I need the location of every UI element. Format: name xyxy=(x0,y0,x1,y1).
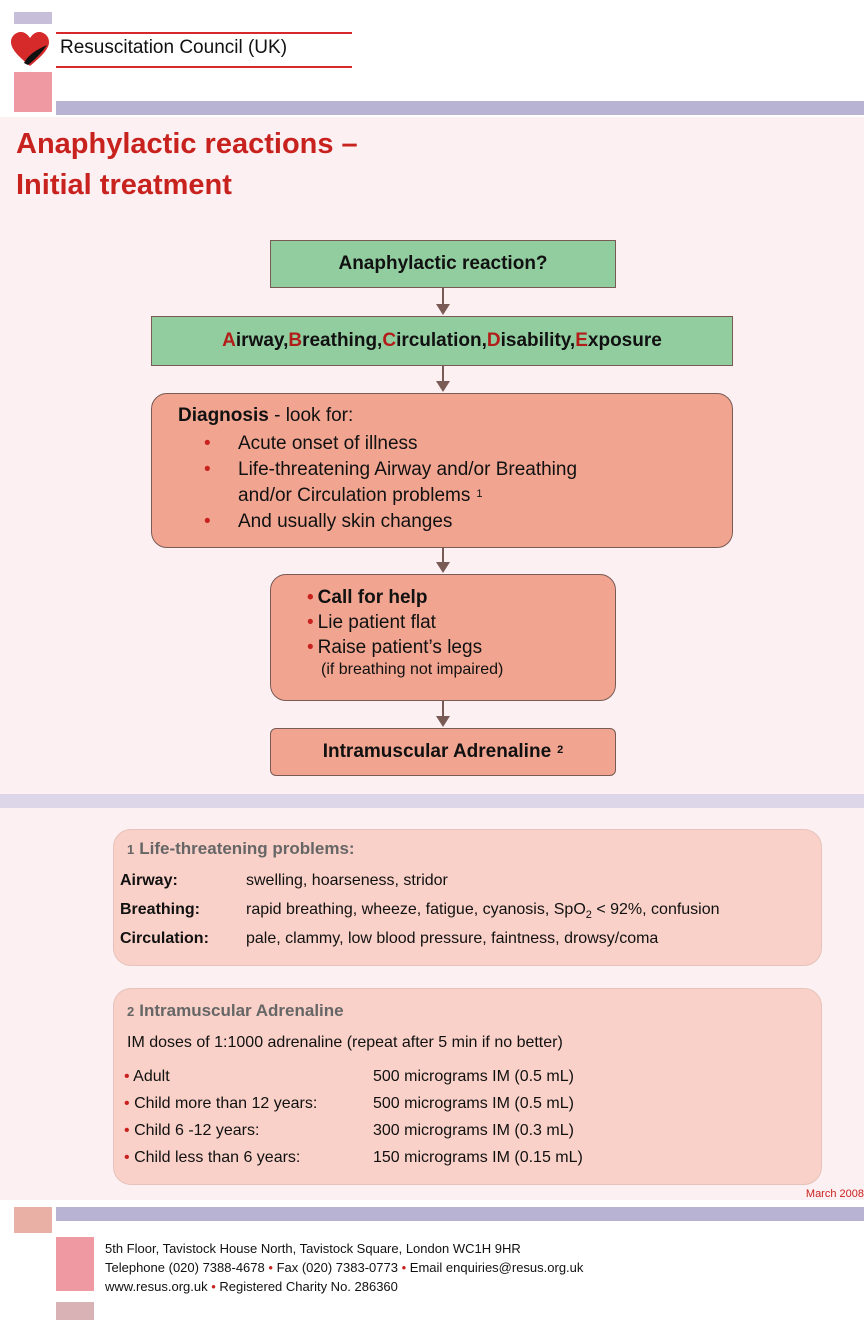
dose-value: 500 micrograms IM (0.5 mL) xyxy=(373,1095,574,1112)
header-rule-bottom xyxy=(56,66,352,68)
diagnosis-box: Diagnosis - look for: •Acute onset of il… xyxy=(151,393,733,548)
page-title-line2: Initial treatment xyxy=(16,169,232,201)
dose-group: • Adult xyxy=(124,1068,170,1085)
diagnosis-lead: - look for: xyxy=(268,405,354,426)
footer-contacts: Telephone (020) 7388-4678 • Fax (020) 73… xyxy=(105,1260,584,1275)
note1-row-breathing-text: rapid breathing, wheeze, fatigue, cyanos… xyxy=(246,901,720,922)
footer-bar xyxy=(56,1207,864,1221)
abcde-b: Breathing, xyxy=(288,330,383,351)
diagnosis-heading: Diagnosis xyxy=(178,405,269,426)
decor-square-footer-pink xyxy=(56,1237,94,1291)
dose-group: • Child 6 -12 years: xyxy=(124,1122,260,1139)
page-title-line1: Anaphylactic reactions – xyxy=(16,128,358,160)
dose-group: • Child less than 6 years: xyxy=(124,1149,301,1166)
footnote-ref-2: 2 xyxy=(557,744,564,756)
arrow-shaft xyxy=(442,366,444,383)
initial-actions-box: •Call for help •Lie patient flat •Raise … xyxy=(270,574,616,701)
abcde-c: Circulation, xyxy=(382,330,487,351)
note1-row-breathing: Breathing: xyxy=(120,901,200,918)
dose-value: 500 micrograms IM (0.5 mL) xyxy=(373,1068,574,1085)
note-life-threatening xyxy=(113,829,822,966)
note1-row-airway-text: swelling, hoarseness, stridor xyxy=(246,872,448,889)
decor-square-top xyxy=(14,12,52,24)
footnote-ref-1: 1 xyxy=(476,488,483,500)
abcde-box: Airway, Breathing, Circulation, Disabili… xyxy=(151,316,733,366)
decor-square-footer-bottom xyxy=(56,1302,94,1320)
call-for-help: •Call for help xyxy=(307,587,428,608)
raise-legs: •Raise patient’s legs xyxy=(307,637,483,658)
issue-date: March 2008 xyxy=(805,1188,864,1200)
decor-square-footer xyxy=(14,1207,52,1233)
abcde-a: Airway, xyxy=(222,330,289,351)
diagnosis-item: •Acute onset of illness xyxy=(204,433,418,454)
decor-square-pink xyxy=(14,72,52,112)
header-rule-top xyxy=(56,32,352,34)
note1-row-circulation: Circulation: xyxy=(120,930,209,947)
arrow-down-icon xyxy=(436,381,450,392)
note-adrenaline-doses xyxy=(113,988,822,1185)
arrow-down-icon xyxy=(436,562,450,573)
abcde-d: Disability, xyxy=(486,330,576,351)
lie-patient-flat: •Lie patient flat xyxy=(307,612,436,633)
dose-group: • Child more than 12 years: xyxy=(124,1095,318,1112)
arrow-shaft xyxy=(442,701,444,718)
note1-row-circulation-text: pale, clammy, low blood pressure, faintn… xyxy=(246,930,659,947)
arrow-down-icon xyxy=(436,304,450,315)
arrow-down-icon xyxy=(436,716,450,727)
footer-web: www.resus.org.uk • Registered Charity No… xyxy=(105,1279,398,1294)
question-box: Anaphylactic reaction? xyxy=(270,240,616,288)
heart-logo-icon xyxy=(11,32,49,66)
diagnosis-item: •And usually skin changes xyxy=(204,511,453,532)
dose-value: 300 micrograms IM (0.3 mL) xyxy=(373,1122,574,1139)
footer-address: 5th Floor, Tavistock House North, Tavist… xyxy=(105,1241,521,1256)
note1-row-airway: Airway: xyxy=(120,872,178,889)
organisation-name: Resuscitation Council (UK) xyxy=(60,37,288,58)
arrow-shaft xyxy=(442,288,444,306)
diagnosis-item: •Life-threatening Airway and/or Breathin… xyxy=(204,459,578,480)
abcde-e: Exposure xyxy=(575,330,662,351)
note2-intro: IM doses of 1:1000 adrenaline (repeat af… xyxy=(127,1034,563,1051)
arrow-shaft xyxy=(442,548,444,564)
dose-value: 150 micrograms IM (0.15 mL) xyxy=(373,1149,583,1166)
header-bar xyxy=(56,101,864,115)
raise-legs-condition: (if breathing not impaired) xyxy=(321,661,504,678)
section-divider-bar xyxy=(0,794,864,808)
